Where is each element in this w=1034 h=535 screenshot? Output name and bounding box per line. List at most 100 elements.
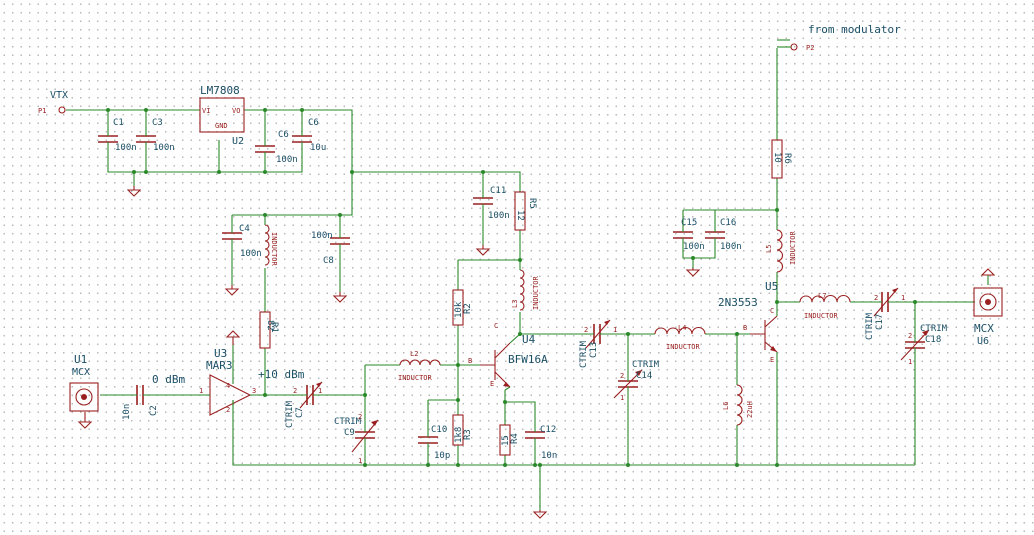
value-c11: 100n [488, 211, 510, 221]
value-l6: 22uH [746, 401, 754, 418]
label-inductor-l4: INDUCTOR [666, 343, 701, 351]
capacitor-c16 [705, 225, 725, 245]
label-ctrim-c14: CTRIM [632, 360, 660, 370]
label-c16: C16 [720, 218, 736, 228]
pin-c14-2: 2 [620, 372, 624, 380]
label-l7: L7 [818, 292, 826, 300]
label-u1: U1 [74, 353, 87, 366]
ground-icon [685, 268, 701, 277]
regulator-lm7808 [199, 97, 245, 133]
inductor-l6 [736, 384, 743, 426]
trimmer-c17 [870, 287, 900, 317]
capacitor-c15 [673, 225, 693, 245]
label-u3: U3 [214, 347, 227, 360]
label-r3: R3 [463, 429, 473, 440]
pin-b-u5: B [743, 324, 747, 332]
resistor-r3 [452, 414, 464, 446]
pin-c7-2: 2 [293, 387, 297, 395]
inductor-l2 [399, 359, 441, 366]
label-l4: L4 [678, 324, 686, 332]
trimmer-c13 [580, 319, 615, 349]
resistor-r4 [499, 424, 511, 456]
label-c6a: C6 [278, 130, 289, 140]
value-c10: 10p [434, 451, 450, 461]
inductor-l3 [519, 269, 525, 311]
ground-icon [332, 292, 348, 303]
pin-amp-1: 1 [199, 387, 203, 395]
transistor-bfw16a [480, 333, 521, 391]
trimmer-c9 [351, 419, 379, 453]
label-lm7808: LM7808 [200, 84, 240, 97]
wires [66, 39, 989, 510]
capacitor-c11 [473, 190, 493, 212]
trimmer-c14 [613, 365, 643, 405]
label-c3: C3 [152, 118, 163, 128]
pin-c9-1: 1 [358, 457, 362, 465]
pin-c9-2: 2 [358, 413, 362, 421]
label-ctrim-c7: CTRIM [285, 400, 295, 428]
resistor-r2 [452, 289, 464, 326]
pin-c18-2: 2 [908, 332, 912, 340]
value-c1: 100n [115, 143, 137, 153]
pin-e-u4: E [490, 380, 494, 388]
pin-p1-circle [58, 106, 66, 114]
label-l2: L2 [410, 350, 418, 358]
value-r2: 10k [454, 301, 464, 318]
label-u2: U2 [232, 136, 244, 147]
inductors [264, 224, 851, 426]
pin-p1: P1 [38, 107, 46, 115]
label-inductor-l2: INDUCTOR [398, 374, 433, 382]
net-vtx: VTX [50, 90, 68, 101]
trimmers [296, 287, 930, 453]
value-r3: 1k8 [454, 427, 464, 443]
resistor-r1 [259, 311, 271, 349]
ground-icon [532, 510, 548, 519]
ground-icon [126, 186, 142, 197]
pin-c17-1: 1 [901, 294, 905, 302]
capacitor-c3 [136, 125, 156, 160]
pin-c7-1: 1 [318, 387, 322, 395]
pin-c18-1: 1 [908, 358, 912, 366]
inductor-l7 [799, 294, 851, 303]
pin-e-u5: E [770, 356, 774, 364]
resistor-r5 [514, 191, 526, 231]
label-u1-type: MCX [72, 367, 90, 378]
label-c14: C14 [636, 371, 652, 381]
label-ctrim-c13: CTRIM [579, 340, 589, 368]
pin-b-u4: B [468, 357, 472, 365]
label-inductor-l5: INDUCTOR [789, 230, 797, 265]
label-2n3553: 2N3553 [718, 296, 758, 309]
ground-icon [225, 330, 241, 345]
value-c15: 100n [683, 242, 705, 252]
label-c6b: C6 [308, 118, 319, 128]
pin-c13-2: 2 [584, 326, 588, 334]
capacitor-c10 [418, 430, 438, 450]
pin-amp-2: 2 [226, 406, 230, 414]
pin-c-u4: C [494, 322, 498, 330]
capacitor-c6b [292, 125, 312, 158]
connector-u6-mcx [973, 287, 1003, 317]
level-amp: +10 dBm [258, 368, 305, 381]
label-c15: C15 [681, 218, 697, 228]
label-ctrim-c18: CTRIM [920, 324, 948, 334]
trimmer-c7 [296, 381, 325, 409]
power-pins [58, 43, 798, 114]
value-c2: 10n [122, 404, 132, 420]
value-c4: 100n [240, 249, 262, 259]
value-r4: 15 [501, 435, 511, 446]
label-c10: C10 [431, 425, 447, 435]
label-c9: C9 [344, 428, 355, 438]
label-c2: C2 [149, 405, 159, 416]
capacitor-c4 [222, 225, 242, 245]
connector-u1-mcx [69, 382, 99, 412]
label-inductor-l1: INDUCTOR [270, 232, 278, 267]
pin-c13-1: 1 [613, 326, 617, 334]
labels: VTX P1 LM7808 VI VO GND U2 C1 100n C3 10… [38, 23, 994, 465]
pin-p2-circle [790, 43, 798, 51]
value-c8: 100n [311, 231, 333, 241]
ground-symbols [77, 186, 996, 519]
pin-amp-4: 4 [226, 382, 230, 390]
label-bfw16a: BFW16A [508, 353, 548, 366]
